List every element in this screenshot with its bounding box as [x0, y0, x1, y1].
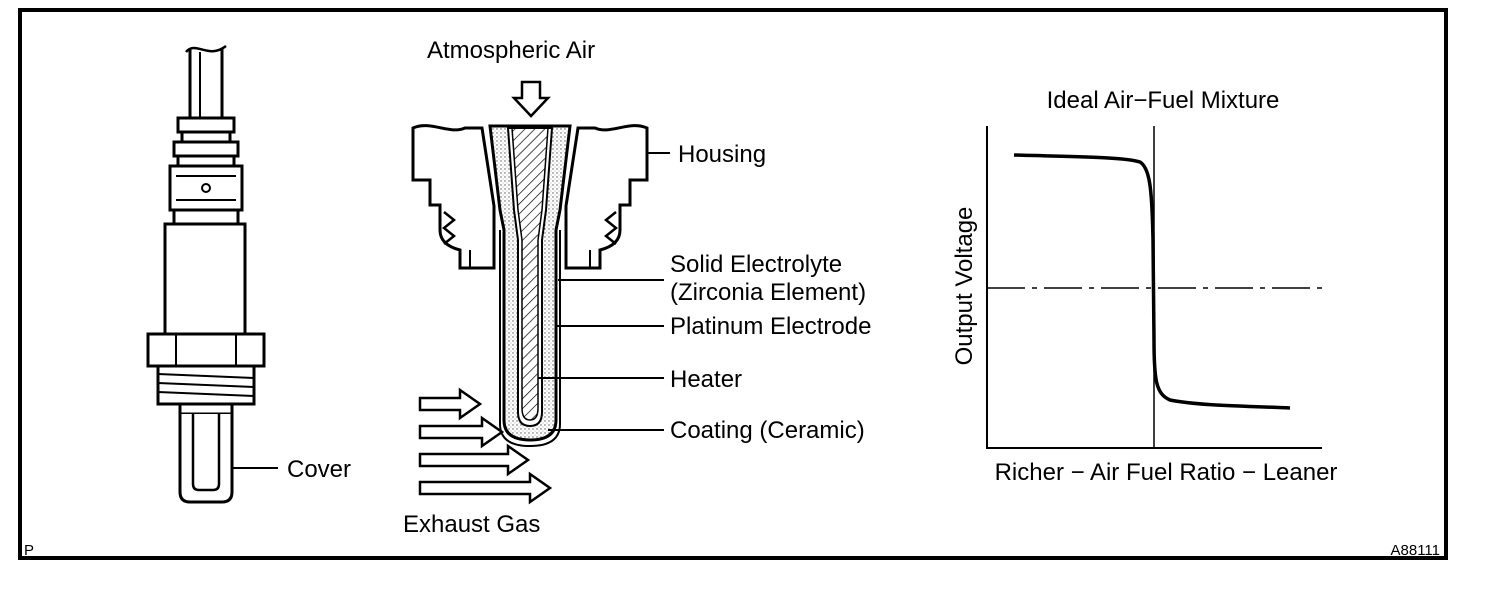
exhaust-arrow-icon	[418, 471, 553, 505]
vent-hole	[201, 183, 211, 193]
solid-electrolyte-label: Solid Electrolyte	[670, 251, 842, 278]
figure-id: A88111	[1391, 542, 1441, 559]
sensor-cable	[185, 44, 227, 120]
heater-label: Heater	[670, 366, 742, 393]
cover-label: Cover	[287, 456, 351, 483]
exhaust-arrows	[418, 387, 553, 505]
zirconia-element-label: (Zirconia Element)	[670, 279, 866, 306]
platinum-electrode-label: Platinum Electrode	[670, 313, 871, 340]
zirconia-element	[488, 124, 572, 448]
graph-axes	[986, 126, 1322, 449]
housing-label: Housing	[678, 141, 766, 168]
down-arrow-icon	[511, 80, 551, 118]
exhaust-gas-label: Exhaust Gas	[403, 511, 540, 538]
housing	[411, 124, 649, 270]
graph-x-label: Richer − Air Fuel Ratio − Leaner	[995, 459, 1338, 486]
exhaust-arrow-icon	[418, 387, 483, 421]
exhaust-arrow-icon	[418, 415, 505, 449]
figure-frame	[18, 8, 1448, 560]
voltage-graph: Ideal Air−Fuel Mixture Output Voltage Ri…	[951, 87, 1337, 486]
sensor-exterior	[146, 44, 266, 504]
exhaust-arrow-icon	[418, 443, 531, 477]
sensor-hex-nut	[146, 332, 266, 368]
atmospheric-air-label: Atmospheric Air	[427, 37, 595, 64]
sensor-thread	[156, 364, 256, 406]
graph-y-label: Output Voltage	[951, 207, 978, 366]
sensor-body	[163, 222, 247, 336]
coating-label: Coating (Ceramic)	[670, 417, 865, 444]
graph-title: Ideal Air−Fuel Mixture	[1047, 87, 1280, 114]
sensor-cover	[178, 414, 234, 504]
corner-code-left: P	[24, 542, 34, 559]
leader-lines	[538, 152, 670, 431]
heater-rod	[511, 127, 549, 421]
sensor-boot-top	[176, 116, 236, 134]
voltage-curve	[1013, 153, 1291, 410]
